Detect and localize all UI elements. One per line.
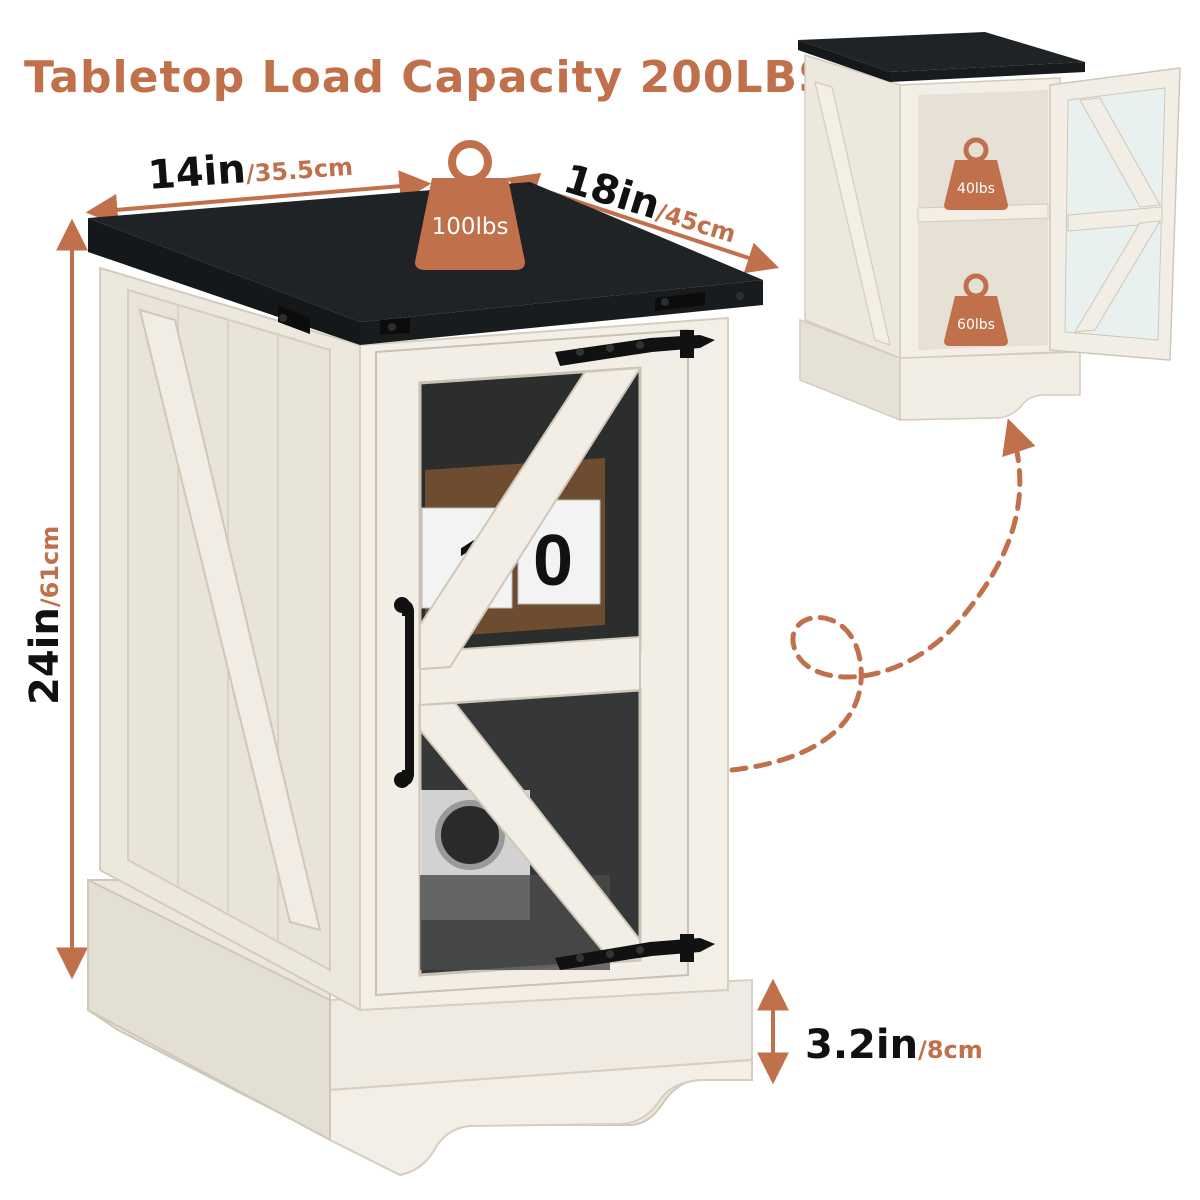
lower-shelf-weight-icon: [944, 273, 1008, 346]
door-braces: [419, 366, 642, 964]
base-inches: 3.2in: [805, 1022, 919, 1068]
tabletop-weight-label: 100lbs: [432, 214, 509, 240]
tabletop-weight-icon: [415, 140, 525, 270]
base-cm: /8cm: [918, 1036, 983, 1064]
width-arrow: [85, 170, 432, 226]
height-dimension-label: 24in/61cm: [22, 526, 68, 705]
hinge-bottom: [555, 934, 715, 970]
height-inches: 24in: [22, 607, 68, 705]
flip-clock-digit-b: 0: [533, 521, 573, 601]
width-cm: /35.5cm: [244, 152, 354, 189]
cabinet-base: [87, 878, 753, 1177]
inset-cabinet: [798, 32, 1181, 422]
base-dimension-label: 3.2in/8cm: [805, 1022, 983, 1068]
height-cm: /61cm: [36, 525, 64, 608]
width-inches: 14in: [146, 146, 248, 199]
door-handle: [394, 597, 414, 788]
upper-shelf-weight-icon: [944, 137, 1008, 210]
cabinet-side-panel: [99, 266, 361, 1012]
headline: Tabletop Load Capacity 200LBS: [24, 52, 831, 103]
connector-arrow: [729, 418, 1036, 773]
lower-shelf-weight-label: 60lbs: [957, 317, 995, 333]
upper-shelf-weight-label: 40lbs: [957, 181, 995, 197]
hinge-top: [555, 330, 715, 366]
